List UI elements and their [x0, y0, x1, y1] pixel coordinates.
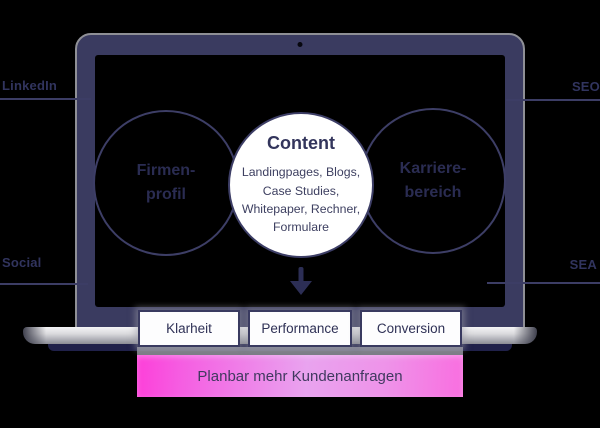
pillar-klarheit: Klarheit: [138, 310, 240, 347]
banner-top-glow: [137, 347, 463, 356]
circle-label-line: bereich: [404, 184, 462, 201]
channel-label-seo: SEO: [571, 79, 600, 94]
venn-circle-karrierebereich: Karriere- bereich: [360, 108, 506, 254]
arrow-down-icon: [290, 267, 312, 295]
circle-label-line: profil: [145, 186, 186, 203]
content-circle-title: Content: [267, 133, 335, 154]
content-body-line: Whitepaper, Rechner,: [241, 202, 361, 216]
circle-label-firmenprofil: Firmen- profil: [137, 159, 196, 207]
circle-label-line: Firmen-: [136, 162, 196, 179]
venn-circle-content: Content Landingpages, Blogs, Case Studie…: [228, 112, 374, 258]
content-body-line: Formulare: [272, 220, 330, 235]
connector-line-bottom-right: [487, 282, 600, 284]
pillar-performance: Performance: [248, 310, 352, 347]
content-circle-body: Landingpages, Blogs, Case Studies, White…: [242, 163, 360, 237]
channel-label-linkedin: LinkedIn: [2, 78, 58, 93]
result-banner-text: Planbar mehr Kundenanfragen: [197, 367, 403, 385]
circle-label-line: Karriere-: [399, 160, 467, 177]
webcam-icon: [297, 42, 303, 47]
content-body-line: Case Studies,: [262, 183, 340, 198]
connector-line-top-right: [506, 99, 600, 101]
connector-line-bottom-left: [0, 283, 88, 285]
connector-line-top-left: [0, 98, 91, 100]
content-body-line: Landingpages, Blogs,: [241, 165, 361, 180]
pillar-conversion: Conversion: [360, 310, 462, 347]
channel-label-sea: SEA: [569, 257, 597, 272]
circle-label-karrierebereich: Karriere- bereich: [400, 157, 467, 205]
channel-label-social: Social: [2, 255, 42, 270]
result-banner: Planbar mehr Kundenanfragen: [137, 355, 463, 397]
venn-circle-firmenprofil: Firmen- profil: [93, 110, 239, 256]
